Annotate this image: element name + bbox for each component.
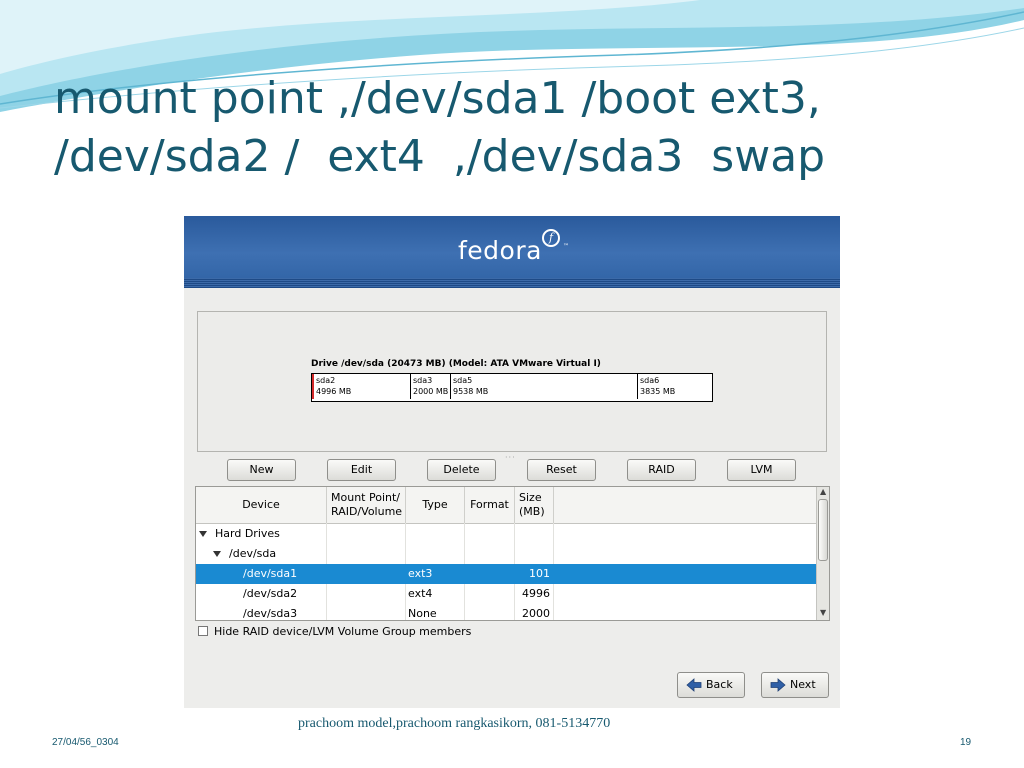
expander-down-icon[interactable] (199, 531, 207, 537)
partition-sda6[interactable]: sda6 3835 MB (638, 374, 710, 399)
footer-credit: prachoom model,prachoom rangkasikorn, 08… (298, 716, 611, 731)
next-button[interactable]: Next (761, 672, 829, 698)
partition-sda2[interactable]: sda2 4996 MB (312, 374, 411, 399)
expander-down-icon[interactable] (213, 551, 221, 557)
size-cell: 2000 (522, 607, 550, 620)
column-header-device[interactable]: Device (196, 487, 327, 523)
device-cell: /dev/sda3 (243, 607, 298, 620)
table-row[interactable]: Hard Drives (196, 524, 816, 544)
fedora-trademark: ™ (563, 243, 569, 250)
installer-screenshot: fedora f ™ Drive /dev/sda (20473 MB) (Mo… (184, 216, 840, 708)
raid-button[interactable]: RAID (627, 459, 696, 481)
arrow-right-icon (770, 678, 786, 692)
slide-title: mount point ,/dev/sda1 /boot ext3, /dev/… (54, 70, 1014, 186)
arrow-left-icon (686, 678, 702, 692)
drive-panel: Drive /dev/sda (20473 MB) (Model: ATA VM… (197, 311, 827, 452)
device-cell: /dev/sda2 (243, 587, 298, 600)
slide-title-line-2: /dev/sda2 / ext4 ,/dev/sda3 swap (54, 131, 826, 182)
table-row[interactable]: /dev/sda (196, 544, 816, 564)
table-scrollbar[interactable]: ▲ ▼ (816, 487, 829, 620)
device-cell: /dev/sda (229, 547, 277, 560)
partition-table: Device Mount Point/ RAID/Volume Type For… (195, 486, 830, 621)
partition-size: 2000 MB (413, 387, 449, 396)
fedora-logo-text: fedora (458, 236, 542, 265)
partition-sda5[interactable]: sda5 9538 MB (451, 374, 638, 399)
partition-sda3[interactable]: sda3 2000 MB (411, 374, 451, 399)
table-header: Device Mount Point/ RAID/Volume Type For… (196, 487, 816, 524)
partition-name: sda2 (316, 376, 336, 385)
size-cell: 101 (529, 567, 550, 580)
footer-date: 27/04/56_0304 (52, 737, 119, 748)
column-header-mount-point[interactable]: Mount Point/ RAID/Volume (327, 487, 406, 523)
back-label: Back (706, 678, 733, 691)
fedora-logo-icon: f (542, 229, 560, 247)
partition-size: 3835 MB (640, 387, 676, 396)
edit-button[interactable]: Edit (327, 459, 396, 481)
type-cell: ext4 (408, 587, 433, 600)
table-row[interactable]: /dev/sda3 None 2000 (196, 604, 816, 620)
table-row[interactable]: /dev/sda2 ext4 4996 (196, 584, 816, 604)
drive-title: Drive /dev/sda (20473 MB) (Model: ATA VM… (311, 359, 601, 369)
scroll-up-icon[interactable]: ▲ (820, 487, 827, 496)
device-cell: Hard Drives (215, 527, 280, 540)
column-header-type[interactable]: Type (406, 487, 465, 523)
partition-size: 9538 MB (453, 387, 489, 396)
table-row-selected[interactable]: /dev/sda1 ext3 101 (196, 564, 816, 584)
scroll-down-icon[interactable]: ▼ (820, 608, 827, 617)
device-cell: /dev/sda1 (243, 567, 298, 580)
drive-partition-bar: sda2 4996 MB sda3 2000 MB sda5 9538 MB s… (311, 373, 713, 402)
partition-size: 4996 MB (316, 387, 352, 396)
column-header-format[interactable]: Format (465, 487, 515, 523)
page-number: 19 (960, 737, 972, 748)
column-header-size[interactable]: Size (MB) (515, 487, 554, 523)
size-cell: 4996 (522, 587, 550, 600)
hide-members-checkbox[interactable] (198, 626, 208, 636)
installer-banner (184, 216, 840, 278)
partition-name: sda6 (640, 376, 660, 385)
lvm-button[interactable]: LVM (727, 459, 796, 481)
partition-name: sda5 (453, 376, 473, 385)
delete-button[interactable]: Delete (427, 459, 496, 481)
next-label: Next (790, 678, 816, 691)
back-button[interactable]: Back (677, 672, 745, 698)
partition-name: sda3 (413, 376, 433, 385)
banner-stripe (184, 278, 840, 288)
header-wave-decoration (0, 0, 1024, 112)
slide-title-line-1: mount point ,/dev/sda1 /boot ext3, (54, 73, 821, 124)
type-cell: ext3 (408, 567, 433, 580)
pane-resize-grip[interactable]: ··· (505, 453, 516, 462)
type-cell: None (408, 607, 437, 620)
reset-button[interactable]: Reset (527, 459, 596, 481)
new-button[interactable]: New (227, 459, 296, 481)
hide-members-label: Hide RAID device/LVM Volume Group member… (214, 625, 472, 638)
scrollbar-thumb[interactable] (818, 499, 828, 561)
hide-members-option[interactable]: Hide RAID device/LVM Volume Group member… (198, 625, 471, 638)
